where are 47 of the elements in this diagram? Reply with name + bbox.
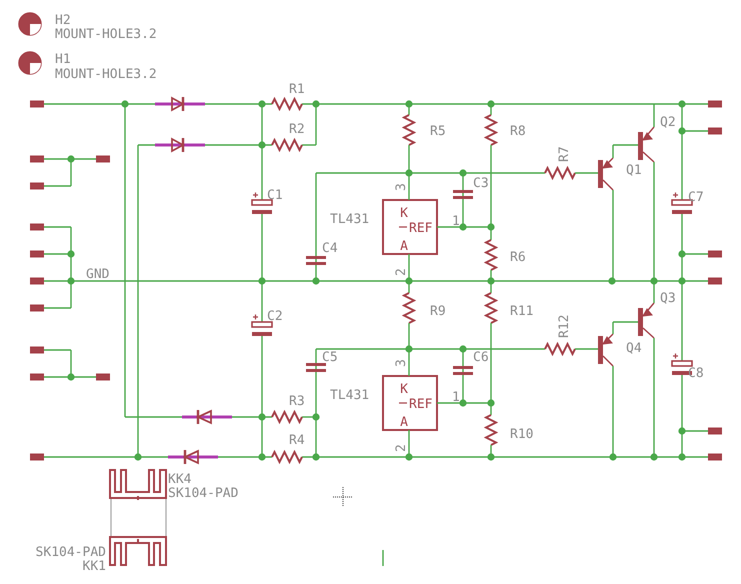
- pin-name: REF: [409, 397, 432, 412]
- part-label: Q4: [626, 341, 642, 356]
- pin-name: K: [400, 206, 408, 221]
- part-label: R9: [430, 304, 446, 319]
- part-value: TL431: [330, 212, 370, 227]
- part-label: Q2: [660, 115, 676, 130]
- pin-number: 2: [394, 444, 409, 452]
- pin-number: 1: [452, 390, 460, 405]
- part-label: R5: [430, 124, 446, 139]
- part-value: SK104-PAD: [36, 545, 106, 560]
- part-value: SK104-PAD: [168, 486, 238, 501]
- pin-number: 1: [452, 214, 460, 229]
- part-label: R12: [557, 314, 572, 338]
- part-label: H2: [55, 13, 71, 28]
- part-label: R6: [510, 250, 526, 265]
- part-label: C3: [473, 176, 489, 191]
- part-label: H1: [55, 52, 71, 67]
- pin-name: A: [400, 239, 408, 254]
- pin-name: REF: [409, 221, 432, 236]
- pin-number: 3: [394, 359, 409, 367]
- net-label: GND: [86, 267, 110, 282]
- part-label: R8: [510, 124, 526, 139]
- part-label: KK4: [168, 472, 192, 487]
- part-label: C7: [688, 190, 704, 205]
- pin-number: 2: [394, 268, 409, 276]
- part-label: R2: [289, 122, 305, 137]
- part-label: C6: [473, 350, 489, 365]
- part-label: KK1: [82, 559, 106, 574]
- pin-number: 3: [394, 183, 409, 191]
- part-label: C5: [322, 350, 338, 365]
- part-label: Q1: [626, 163, 642, 178]
- part-label: C8: [688, 366, 704, 381]
- part-value: TL431: [330, 388, 370, 403]
- part-label: R3: [289, 394, 305, 409]
- part-value: MOUNT-HOLE3.2: [55, 27, 157, 42]
- part-label: R11: [510, 304, 534, 319]
- part-label: R1: [289, 82, 305, 97]
- part-value: MOUNT-HOLE3.2: [55, 67, 157, 82]
- pin-name: K: [400, 382, 408, 397]
- part-label: R10: [510, 427, 534, 442]
- pin-name: A: [400, 415, 408, 430]
- part-label: Q3: [660, 291, 676, 306]
- part-label: R4: [289, 433, 305, 448]
- part-label: C1: [267, 188, 283, 203]
- part-label: C4: [322, 241, 338, 256]
- part-label: R7: [557, 146, 572, 162]
- part-label: C2: [267, 309, 283, 324]
